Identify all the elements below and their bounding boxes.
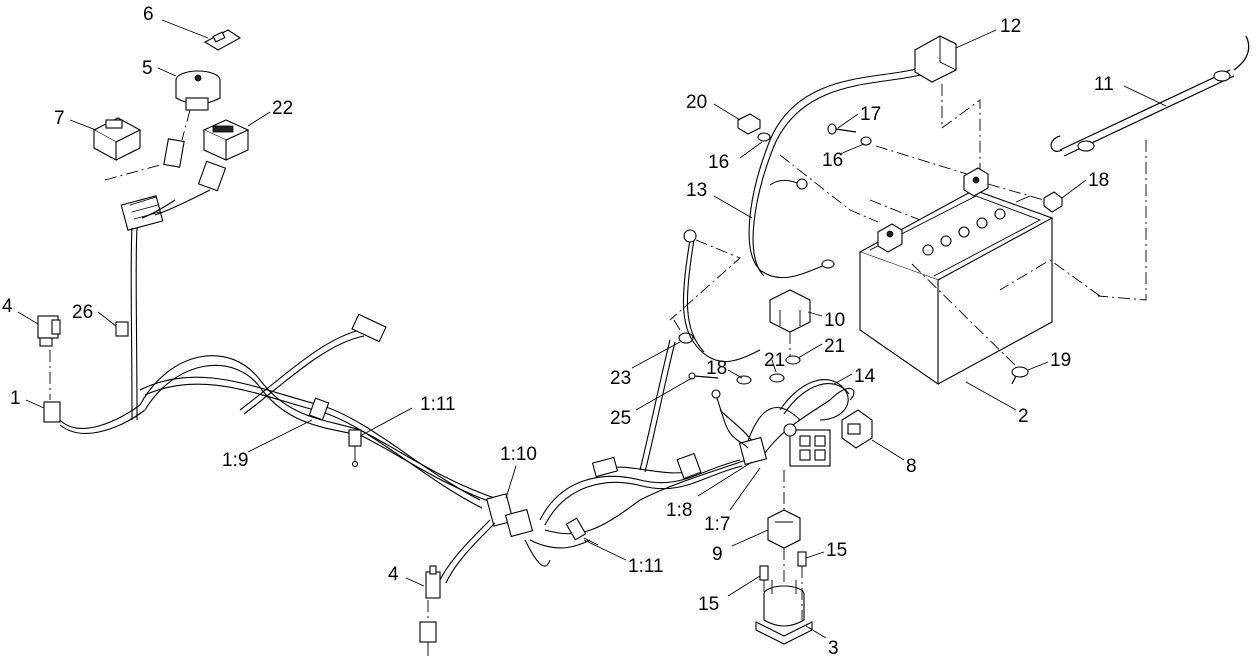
callout-1-9: 1:9: [222, 450, 248, 471]
hold-down-rod-part: [1050, 35, 1250, 157]
nut-21-left: [769, 373, 785, 383]
callout-13: 13: [686, 180, 707, 201]
callout-1: 1: [10, 388, 21, 409]
terminal-boot-part: [767, 509, 801, 549]
rocker-switch-part: [92, 117, 142, 161]
callout-4-lower: 4: [388, 564, 399, 585]
callout-15-left: 15: [698, 594, 719, 615]
solenoid-part: [755, 580, 813, 645]
screws-15: [759, 551, 807, 620]
nut-18-lower: [736, 375, 752, 385]
callout-2: 2: [1018, 406, 1029, 427]
terminal-block-part: [789, 409, 873, 467]
callout-26: 26: [72, 302, 93, 323]
callout-15-right: 15: [826, 540, 847, 561]
right-harness-connectors: [565, 452, 702, 546]
nut-20: [737, 113, 761, 135]
callout-25: 25: [610, 408, 631, 429]
callout-7: 7: [54, 108, 65, 129]
bolt-25: [688, 372, 719, 380]
callout-21-left: 21: [764, 350, 785, 371]
ignition-switch-part: [175, 70, 221, 111]
callout-16-right: 16: [822, 150, 843, 171]
washer-16-right: [860, 136, 872, 146]
ground-cable-part: [779, 379, 850, 421]
callout-1-7: 1:7: [704, 514, 730, 535]
nut-18-upper: [1043, 191, 1063, 213]
battery-cable-12: [748, 35, 957, 279]
callout-18-upper: 18: [1088, 170, 1109, 191]
callout-1-11-lower: 1:11: [628, 556, 664, 577]
hour-meter-part: [202, 119, 250, 161]
callout-23: 23: [610, 368, 631, 389]
callout-3: 3: [828, 638, 839, 659]
washer-16-left: [757, 132, 771, 142]
harness-end-connector: [43, 401, 61, 423]
callout-17: 17: [860, 104, 881, 125]
solenoid-wiring: [719, 388, 855, 466]
main-harness: [59, 189, 503, 509]
callout-16-left: 16: [708, 152, 729, 173]
callout-14: 14: [854, 366, 876, 387]
callout-1-10: 1:10: [500, 444, 537, 465]
bolt-17: [827, 123, 857, 135]
callout-8: 8: [906, 456, 917, 477]
callout-19: 19: [1050, 350, 1071, 371]
ring-terminal: [711, 389, 749, 449]
callout-22: 22: [272, 98, 293, 119]
callout-10: 10: [824, 310, 845, 331]
terminal-cover-part: [769, 289, 811, 333]
callout-1-11-upper: 1:11: [420, 394, 456, 415]
harness-clamps-left: [308, 397, 362, 468]
callout-20: 20: [686, 92, 707, 113]
callout-labels: 6 5 7 22 4 26 1 1:9 1:11 1:10 1:11 4 12 …: [2, 4, 1114, 659]
callout-4-upper: 4: [2, 296, 13, 317]
battery-part: [858, 167, 1054, 386]
callout-18-lower: 18: [706, 358, 727, 379]
callout-6: 6: [143, 4, 154, 25]
top-connectors: [120, 138, 227, 231]
lower-switch-part: [419, 565, 441, 656]
seat-switch-part: [37, 315, 61, 347]
bolt-19: [1011, 366, 1029, 385]
junction-block-part: [439, 493, 551, 584]
loop-connector: [351, 313, 387, 343]
callout-9: 9: [712, 544, 723, 565]
leader-lines: [17, 19, 1167, 639]
callout-5: 5: [142, 58, 153, 79]
cable-clip-part: [115, 321, 129, 337]
battery-cable-13: [669, 229, 761, 363]
nut-21-right: [785, 355, 801, 365]
callout-21-right: 21: [824, 336, 845, 357]
callout-11: 11: [1094, 74, 1114, 95]
key-part: [203, 29, 242, 51]
callout-12: 12: [1000, 16, 1021, 37]
callout-1-8: 1:8: [666, 500, 692, 521]
